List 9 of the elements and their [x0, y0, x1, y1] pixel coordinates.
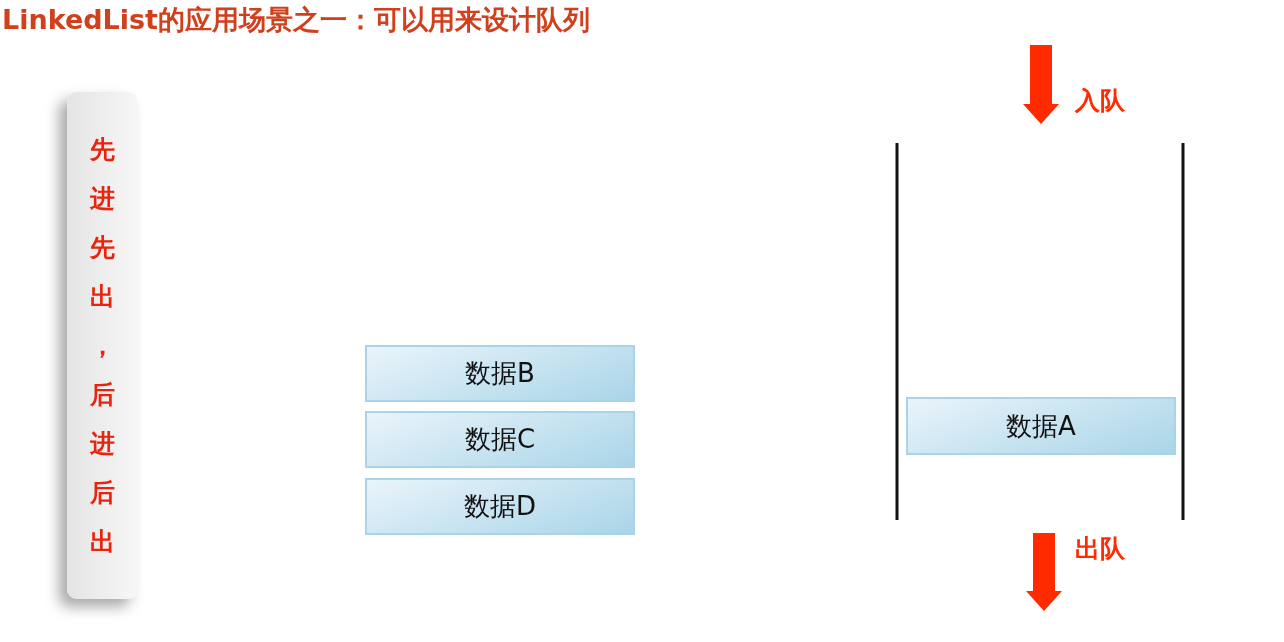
- vertical-text: 先进先出，后进后出: [89, 134, 116, 558]
- side-panel: [67, 92, 138, 599]
- queue-label: 出队: [1075, 533, 1125, 565]
- title: LinkedList的应用场景之一：可以用来设计队列: [2, 3, 590, 37]
- data-box: 数据B: [365, 345, 635, 402]
- data-box: 数据D: [365, 478, 635, 535]
- queue-label: 入队: [1075, 85, 1125, 117]
- data-box: 数据C: [365, 411, 635, 468]
- data-box: 数据A: [906, 397, 1176, 455]
